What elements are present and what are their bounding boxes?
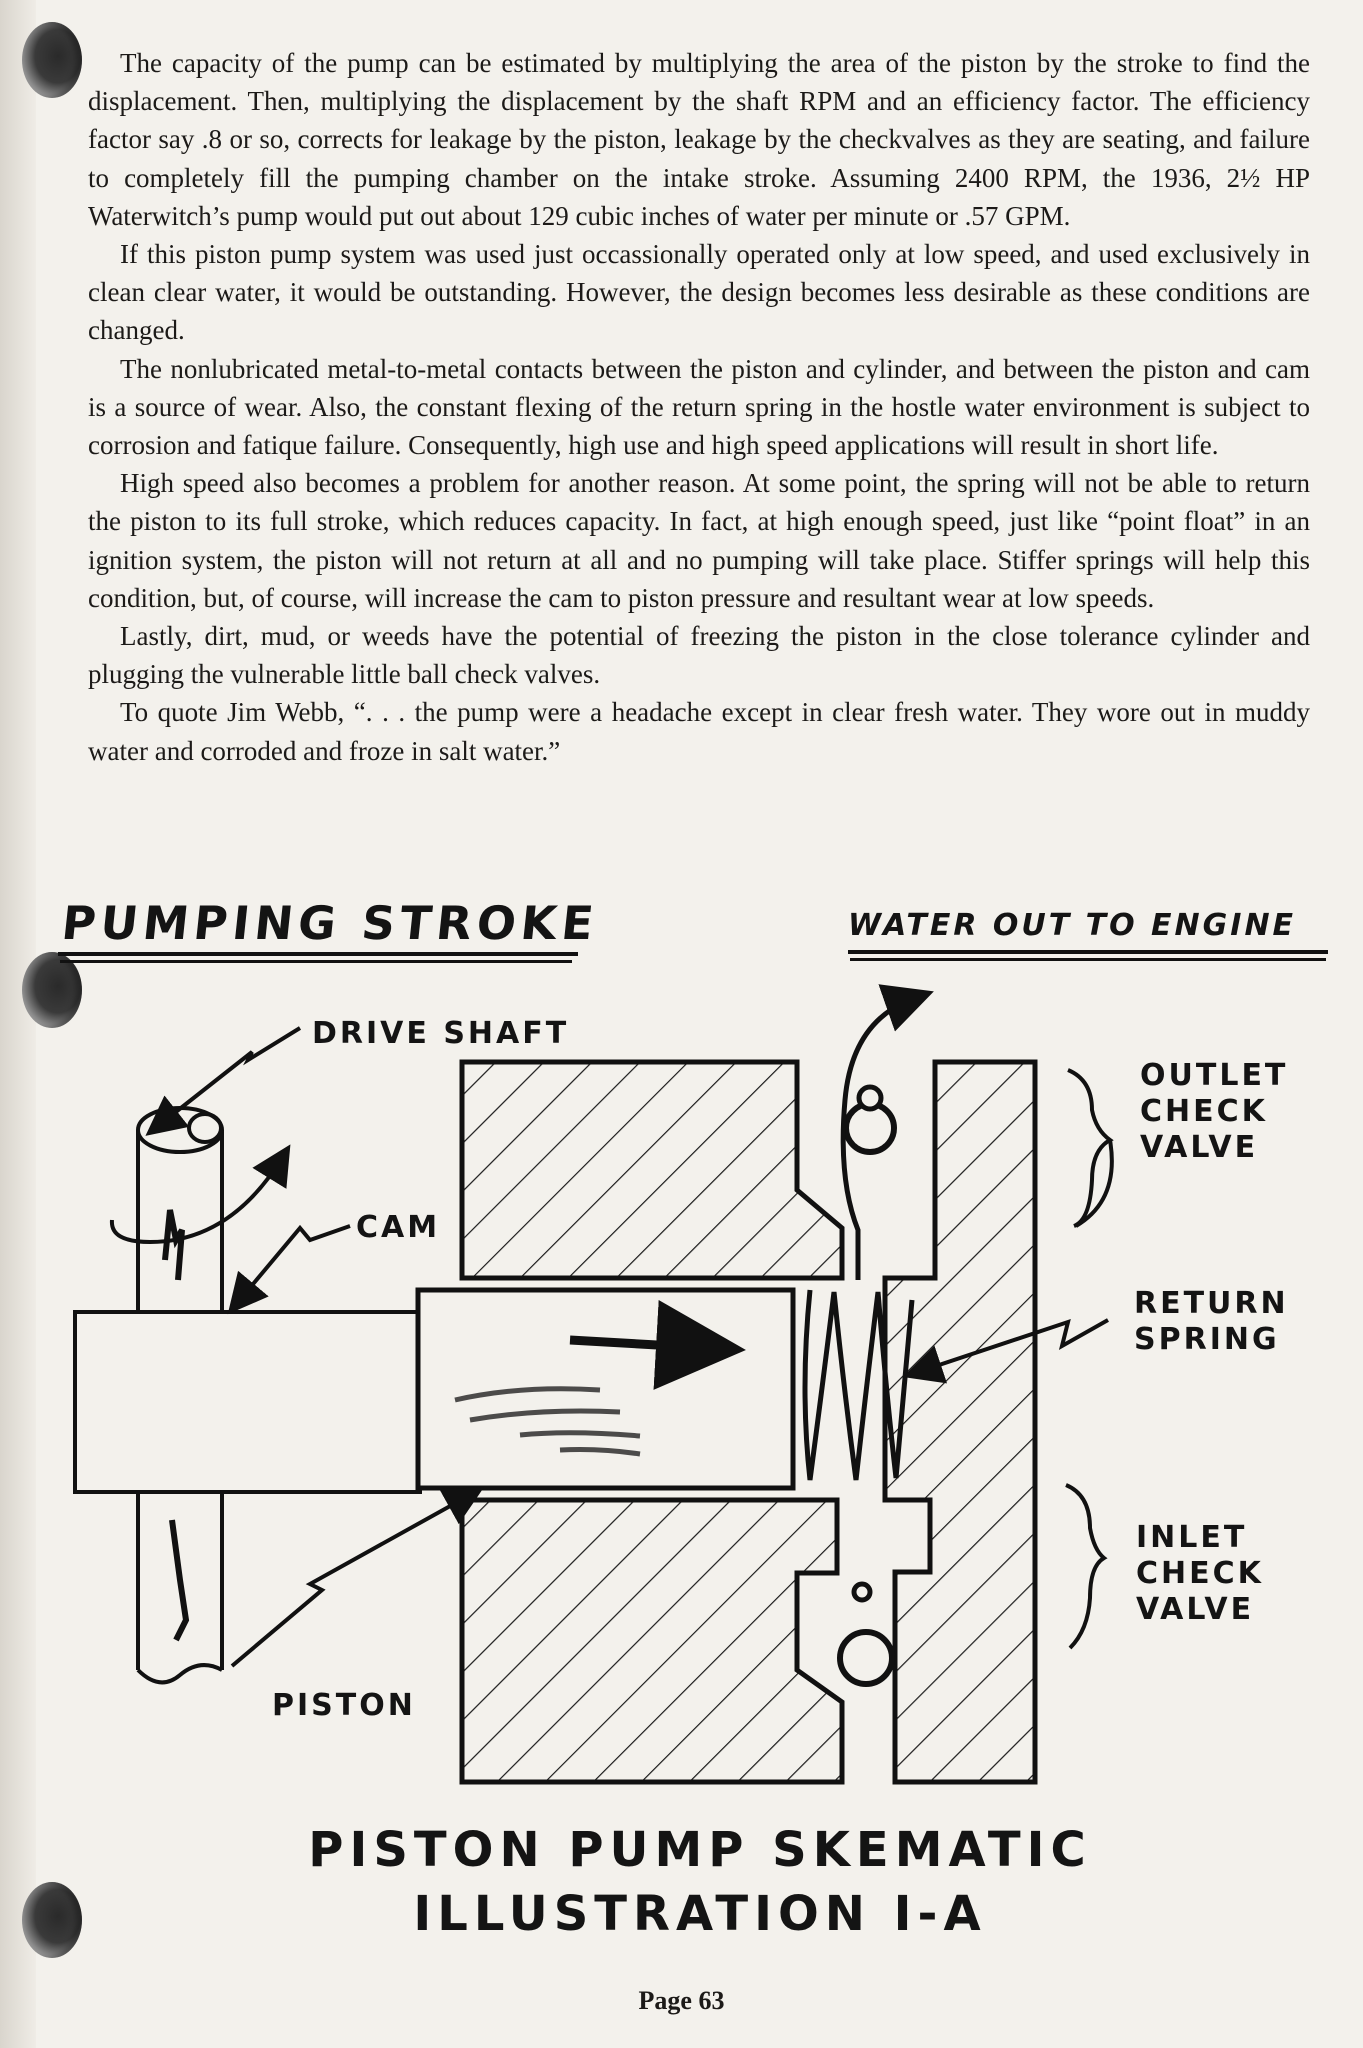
cylinder-upper-block [459,1059,845,1281]
paragraph-usage: If this piston pump system was used just… [88,239,1310,346]
cam-label: CAM [356,1210,441,1245]
pumping-stroke-heading: PUMPING STROKE [59,896,601,950]
drive-shaft-label: DRIVE SHAFT [312,1016,570,1051]
cam [73,1310,422,1494]
inlet-check-ball [837,1629,895,1687]
inlet-check-port [851,1581,873,1603]
rotation-arrow [109,1144,291,1245]
return-spring [802,1289,915,1481]
outlet-check-valve-label: OUTLET CHECK VALVE [1140,1058,1289,1165]
paragraph-dirt: Lastly, dirt, mud, or weeds have the pot… [88,621,1310,690]
piston-pump-diagram [73,984,1114,1785]
return-spring-label: RETURN SPRING [1134,1286,1289,1357]
cylinder-right-wall [882,1059,1038,1785]
heading-underline [60,960,572,963]
paragraph-high-speed: High speed also becomes a problem for an… [88,468,1310,613]
page-number: Page 63 [638,1986,725,2015]
paragraph-capacity: The capacity of the pump can be estimate… [88,48,1310,231]
paragraph-wear: The nonlubricated metal-to-metal contact… [88,353,1310,461]
outlet-brace-tail [1074,1139,1114,1228]
page-edge [0,0,36,2048]
piston [415,1287,796,1491]
paragraph-quote: To quote Jim Webb, “. . . the pump were … [88,697,1310,766]
binder-hole-bottom [22,1882,82,1958]
piston-label: PISTON [272,1688,416,1723]
heading-underline [58,952,578,956]
water-out-heading: WATER OUT TO ENGINE [848,908,1297,943]
binder-hole-top [22,22,82,98]
cylinder-lower-block [459,1497,845,1785]
heading-underline [848,950,1328,954]
outlet-check-ball-cap [856,1084,884,1112]
piston-shading [454,1386,641,1457]
heading-underline [850,958,1326,961]
binder-hole-middle [22,952,82,1028]
cam-leader [227,1224,351,1315]
diagram-caption-subtitle: ILLUSTRATION I-A [413,1886,987,1942]
piston-leader [230,1487,484,1668]
outlet-brace [1067,1068,1114,1228]
drive-shaft-leader [145,1026,302,1136]
body-text: The capacity of the pump can be estimate… [88,44,1310,770]
diagram-caption-title: PISTON PUMP SKEMATIC [308,1822,1092,1878]
outlet-flow-arrow [840,984,934,1280]
return-spring-leader [902,1318,1109,1384]
inlet-check-valve-label: INLET CHECK VALVE [1136,1520,1264,1627]
inlet-brace [1065,1483,1108,1650]
piston-motion-arrow [569,1299,746,1390]
